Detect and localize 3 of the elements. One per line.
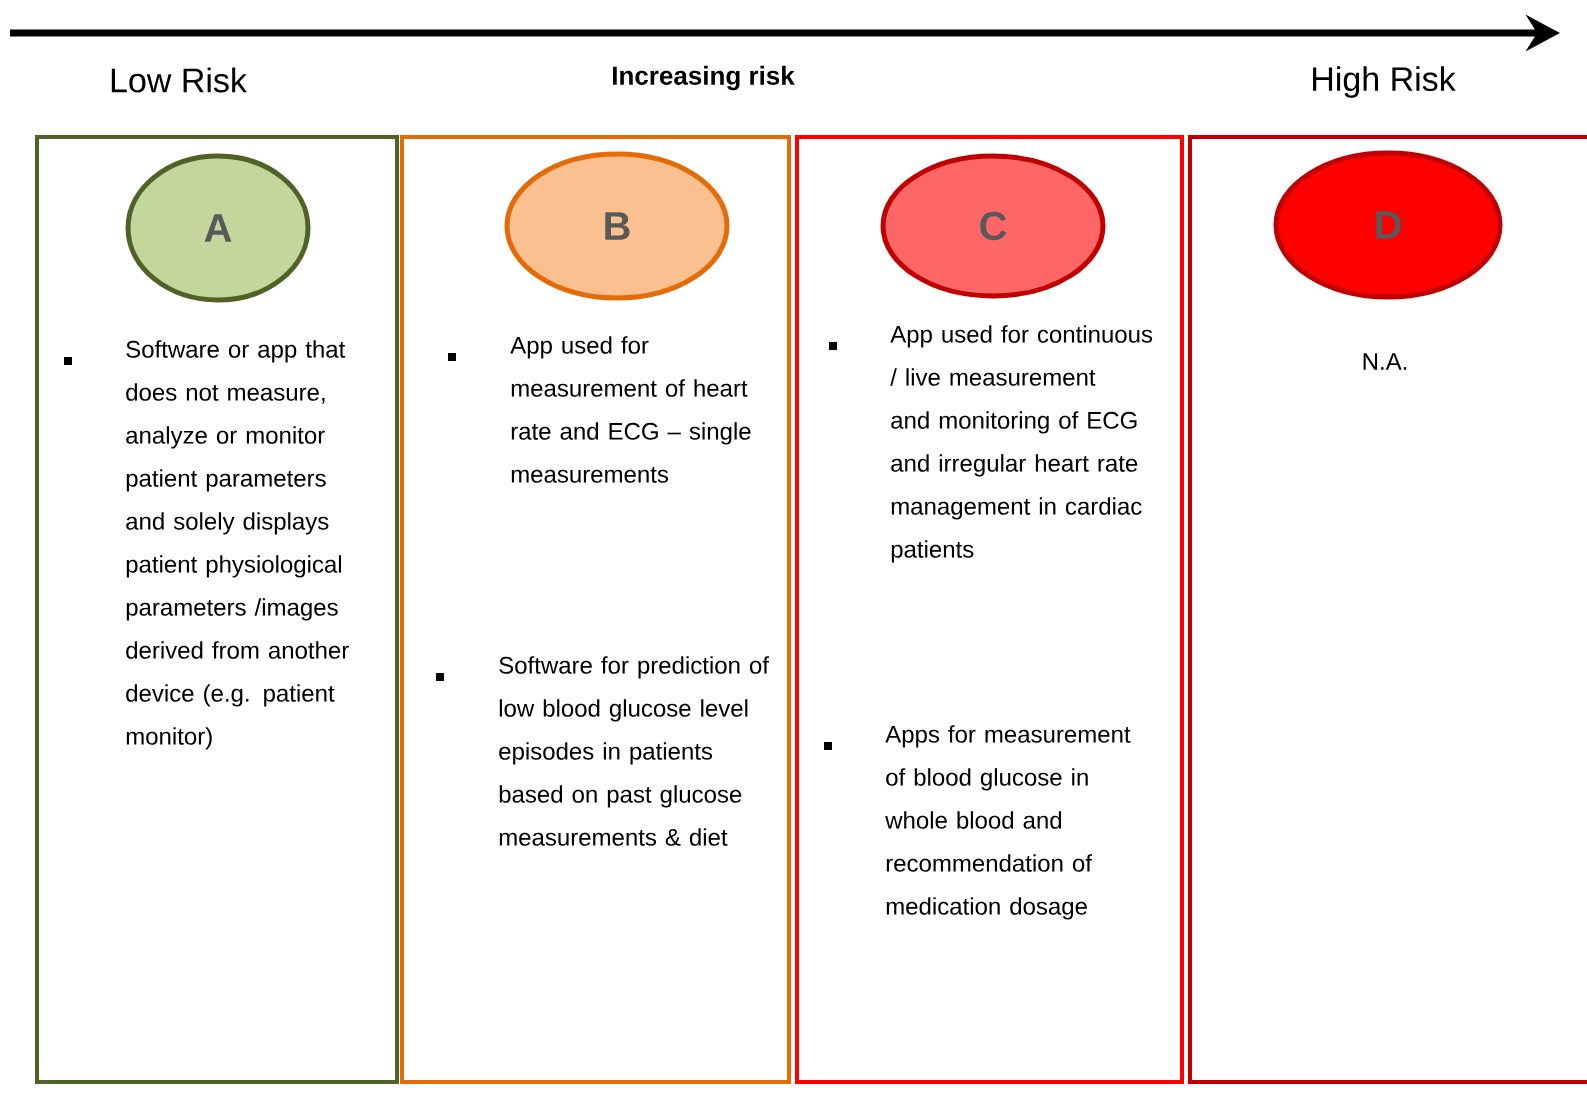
risk-label: High Risk — [1313, 66, 1456, 98]
risk-label: Low Risk — [111, 67, 247, 93]
risk-label: Increasing risk — [613, 65, 795, 91]
